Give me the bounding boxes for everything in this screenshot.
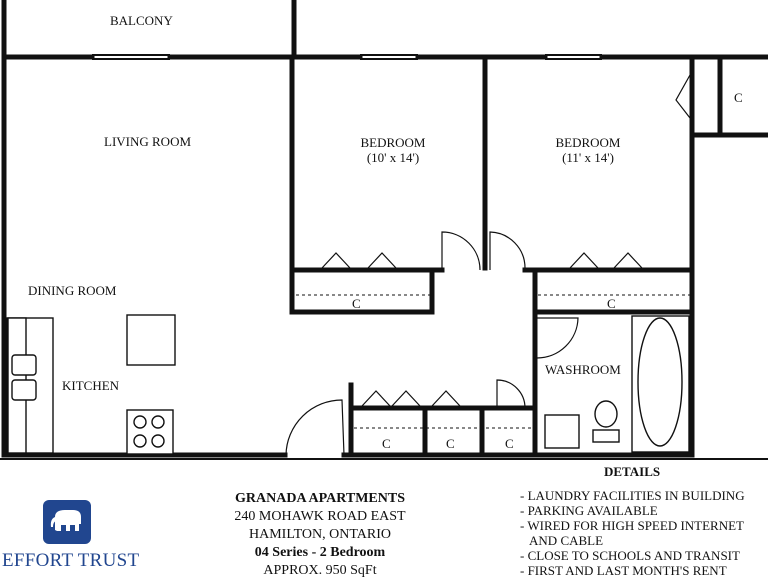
- elephant-icon: [43, 500, 91, 544]
- balcony-label: BALCONY: [110, 13, 173, 28]
- closet-label: C: [446, 436, 455, 451]
- details-item: AND CABLE: [520, 533, 604, 548]
- doors: [285, 74, 691, 456]
- exterior-walls: [1, 0, 768, 458]
- bedroom1-size: (10' x 14'): [366, 150, 420, 165]
- details-title: DETAILS: [604, 464, 661, 479]
- building-name: GRANADA APARTMENTS: [235, 491, 405, 506]
- closet-dashes: [296, 294, 690, 429]
- building-address: GRANADA APARTMENTS 240 MOHAWK ROAD EAST …: [205, 490, 435, 580]
- details-item: - CLOSE TO SCHOOLS AND TRANSIT: [520, 548, 740, 563]
- interior-walls: [289, 54, 723, 458]
- details-item: - LAUNDRY FACILITIES IN BUILDING: [520, 488, 745, 503]
- washroom-label: WASHROOM: [545, 362, 621, 377]
- unit-area: APPROX. 950 SqFt: [263, 563, 377, 578]
- bedroom1-label: BEDROOM: [360, 135, 426, 150]
- details-item: - WIRED FOR HIGH SPEED INTERNET: [520, 518, 744, 533]
- building-street: 240 MOHAWK ROAD EAST: [234, 509, 406, 524]
- kitchen-label: KITCHEN: [62, 378, 120, 393]
- details-item: - FIRST AND LAST MONTH'S RENT: [520, 563, 727, 578]
- closet-label: C: [352, 296, 361, 311]
- closet-label: C: [607, 296, 616, 311]
- unit-series: 04 Series - 2 Bedroom: [254, 545, 386, 560]
- building-city: HAMILTON, ONTARIO: [249, 527, 391, 542]
- details-list: - LAUNDRY FACILITIES IN BUILDING - PARKI…: [520, 488, 745, 578]
- closet-label: C: [505, 436, 514, 451]
- info-panel: EFFORT TRUST GRANADA APARTMENTS 240 MOHA…: [0, 458, 768, 578]
- living-room-label: LIVING ROOM: [104, 134, 192, 149]
- bedroom2-label: BEDROOM: [555, 135, 621, 150]
- company-logo-text: EFFORT TRUST: [2, 550, 140, 571]
- closet-label: C: [382, 436, 391, 451]
- closet-label: C: [734, 90, 743, 105]
- floor-plan-drawing: [1, 0, 768, 458]
- washroom-fixtures: [544, 315, 690, 453]
- windows: [92, 54, 602, 60]
- kitchen-fixtures: [6, 314, 176, 455]
- dining-room-label: DINING ROOM: [28, 283, 117, 298]
- details-item: - PARKING AVAILABLE: [520, 503, 658, 518]
- bedroom2-size: (11' x 14'): [562, 150, 614, 165]
